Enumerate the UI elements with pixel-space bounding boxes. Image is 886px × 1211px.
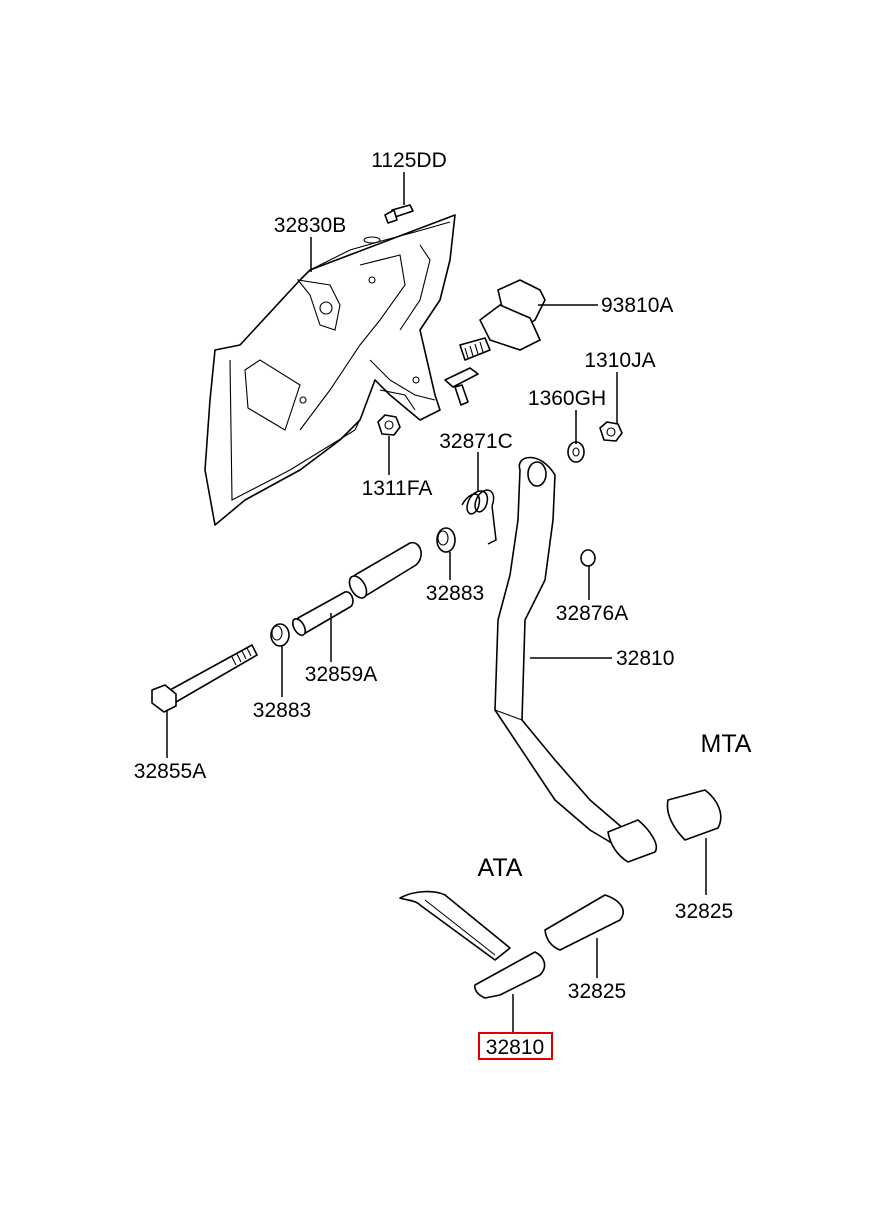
label-32810-mta[interactable]: 32810 [616, 647, 674, 670]
pin-32876A[interactable] [580, 549, 596, 567]
brake-pedal-pad-ata[interactable] [474, 951, 546, 999]
nut-1311FA[interactable] [377, 414, 401, 436]
label-1310JA[interactable]: 1310JA [584, 349, 655, 372]
switch-93810A[interactable] [459, 279, 546, 361]
sleeve-32859A[interactable] [290, 591, 354, 637]
washer-1360GH[interactable] [567, 441, 585, 463]
switch-bracket-tab [444, 367, 479, 406]
nut-1310JA[interactable] [599, 421, 623, 442]
highlighted-part-32810[interactable]: 32810 [478, 1032, 553, 1060]
section-label-ata: ATA [478, 854, 523, 882]
bolt-32855A[interactable] [151, 644, 258, 713]
pivot-collar[interactable] [346, 541, 422, 601]
label-32830B[interactable]: 32830B [274, 214, 346, 237]
pedal-pad-32825-ata[interactable] [544, 894, 624, 951]
bushing-32883-lower[interactable] [270, 623, 290, 647]
label-32883-upper[interactable]: 32883 [426, 582, 484, 605]
label-93810A[interactable]: 93810A [601, 294, 673, 317]
label-32871C[interactable]: 32871C [439, 430, 513, 453]
label-32859A[interactable]: 32859A [305, 663, 377, 686]
leader-lines [166, 172, 707, 1033]
label-32855A[interactable]: 32855A [134, 760, 206, 783]
brake-pedal-arm-ata[interactable] [399, 890, 511, 961]
label-32825-ata[interactable]: 32825 [568, 980, 626, 1003]
section-label-mta: MTA [701, 730, 752, 758]
label-32876A[interactable]: 32876A [556, 602, 628, 625]
brake-pedal-pad-mta[interactable] [607, 819, 657, 863]
label-1125DD[interactable]: 1125DD [371, 149, 447, 172]
label-1360GH[interactable]: 1360GH [528, 387, 606, 410]
brake-pedal-arm-mta[interactable] [494, 456, 626, 846]
pedal-bracket-32830B[interactable] [204, 214, 456, 526]
bolt-1125DD[interactable] [384, 204, 414, 224]
label-32883-lower[interactable]: 32883 [253, 699, 311, 722]
bushing-32883-upper[interactable] [436, 527, 456, 553]
label-32825-mta[interactable]: 32825 [675, 900, 733, 923]
highlight-box [478, 1032, 553, 1060]
spring-32871C[interactable] [461, 489, 497, 545]
pedal-pad-32825-mta[interactable] [666, 789, 722, 841]
label-32810-ata[interactable]: 32810 [486, 1036, 544, 1059]
label-1311FA[interactable]: 1311FA [362, 477, 433, 500]
